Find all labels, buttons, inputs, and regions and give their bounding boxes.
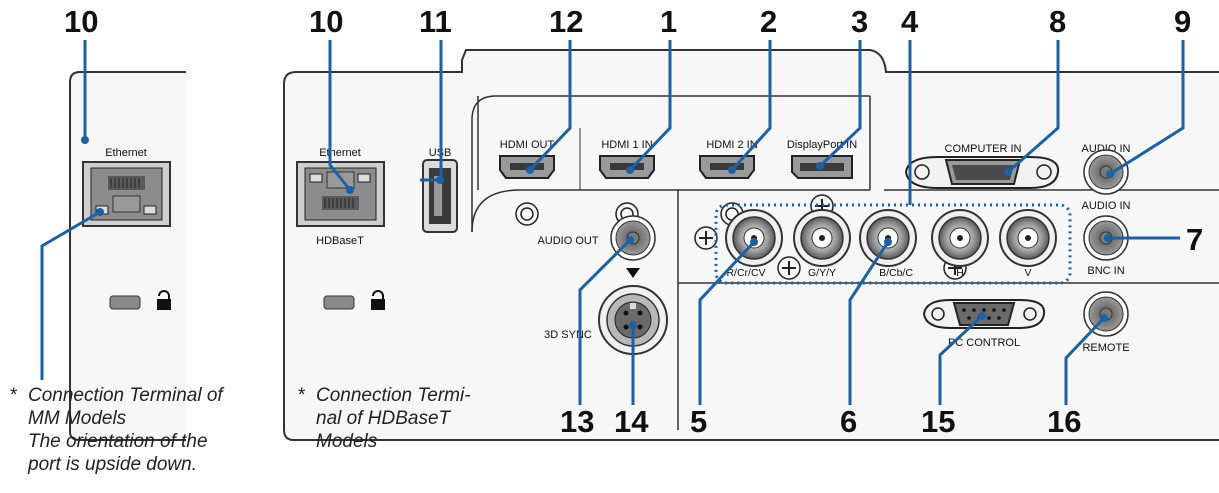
computer-in-port[interactable] xyxy=(904,156,1060,189)
note-mm-line: Connection Terminal of xyxy=(28,385,223,406)
callout-11: 11 xyxy=(419,4,452,39)
callout-10-hdbaset: 10 xyxy=(309,4,344,39)
audio-in-top-label: AUDIO IN xyxy=(1082,143,1131,155)
triangle-marker-icon xyxy=(626,268,640,278)
audio-out-label: AUDIO OUT xyxy=(537,235,598,247)
callout-6: 6 xyxy=(840,404,858,439)
usb-port[interactable] xyxy=(422,159,458,233)
bnc-h-connector[interactable] xyxy=(931,209,989,267)
remote-jack[interactable] xyxy=(1083,291,1129,337)
callout-15: 15 xyxy=(921,404,956,439)
note-mm-models: * Connection Terminal of MM Models The o… xyxy=(10,384,223,476)
callout-1: 1 xyxy=(660,4,678,39)
slot-mm xyxy=(109,295,141,310)
bnc-r-label: R/Cr/CV xyxy=(726,267,765,279)
leader-lines xyxy=(40,40,1185,405)
hdmi2-in-port[interactable] xyxy=(699,155,755,179)
callout-3: 3 xyxy=(851,4,869,39)
callout-5: 5 xyxy=(690,404,708,439)
callout-4: 4 xyxy=(901,4,919,39)
remote-label: REMOTE xyxy=(1082,342,1129,354)
note-hdb-line: Models xyxy=(316,431,378,452)
3d-sync-port[interactable] xyxy=(598,285,668,355)
note-asterisk: * xyxy=(10,385,18,406)
callout-13: 13 xyxy=(560,404,595,439)
ethernet-label-hdbaset: Ethernet xyxy=(319,147,361,159)
pc-control-label: PC CONTROL xyxy=(948,337,1020,349)
hdmi2-in-label: HDMI 2 IN xyxy=(706,139,757,151)
note-hdb-line: nal of HDBaseT xyxy=(316,408,451,429)
note-mm-line: The orientation of the xyxy=(28,431,208,452)
callout-14: 14 xyxy=(614,404,649,439)
hdbaset-label: HDBaseT xyxy=(316,235,364,247)
ethernet-port-hdbaset[interactable] xyxy=(296,161,385,227)
hdmi1-in-port[interactable] xyxy=(599,155,655,179)
note-mm-line: port is upside down. xyxy=(28,454,197,475)
callout-10-mm: 10 xyxy=(64,4,99,39)
callout-7: 7 xyxy=(1186,222,1204,257)
hdmi1-in-label: HDMI 1 IN xyxy=(601,139,652,151)
callout-2: 2 xyxy=(760,4,778,39)
callout-9: 9 xyxy=(1174,4,1192,39)
audio-in-bnc-label: AUDIO IN xyxy=(1082,200,1131,212)
bnc-g-label: G/Y/Y xyxy=(808,267,836,279)
ethernet-port-mm[interactable] xyxy=(82,161,171,227)
note-asterisk: * xyxy=(298,385,306,406)
slot-hdbaset xyxy=(323,295,355,310)
audio-in-jack[interactable] xyxy=(1083,149,1129,195)
lock-icon xyxy=(157,290,171,310)
computer-in-label: COMPUTER IN xyxy=(945,143,1022,155)
bnc-b-label: B/Cb/C xyxy=(879,267,913,279)
callout-16: 16 xyxy=(1047,404,1082,439)
callout-12: 12 xyxy=(549,4,584,39)
lock-icon xyxy=(371,290,385,310)
bnc-h-label: H xyxy=(956,267,964,279)
note-hdbaset-models: * Connection Termi- nal of HDBaseT Model… xyxy=(298,384,471,453)
note-hdb-line: Connection Termi- xyxy=(316,385,471,406)
hdmi-out-port[interactable] xyxy=(499,155,555,179)
callout-8: 8 xyxy=(1049,4,1067,39)
bnc-v-connector[interactable] xyxy=(999,209,1057,267)
3d-sync-label: 3D SYNC xyxy=(544,329,592,341)
hdmi-out-label: HDMI OUT xyxy=(500,139,555,151)
bnc-g-connector[interactable] xyxy=(793,209,851,267)
note-mm-line: MM Models xyxy=(28,408,127,429)
bnc-in-label: BNC IN xyxy=(1087,265,1124,277)
bnc-v-label: V xyxy=(1024,267,1031,279)
bnc-group-outline xyxy=(714,203,1072,285)
ethernet-label-mm: Ethernet xyxy=(105,147,147,159)
